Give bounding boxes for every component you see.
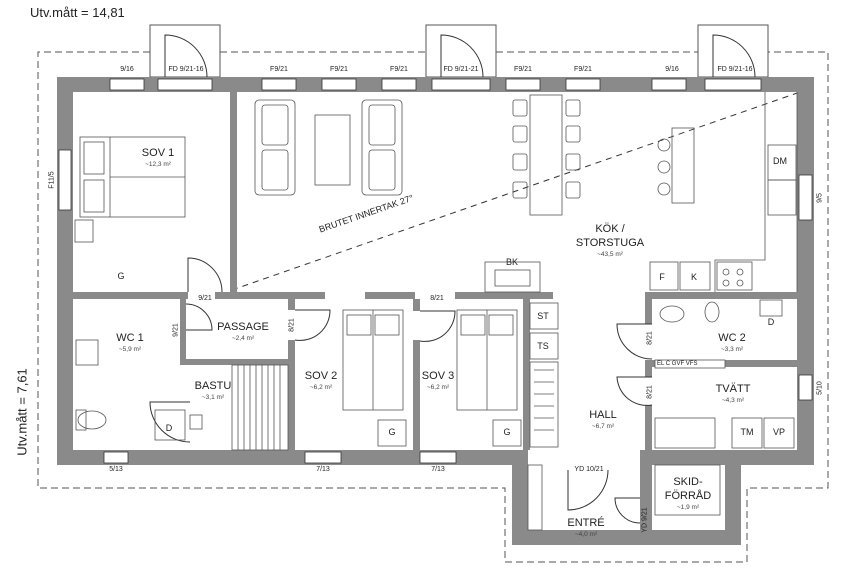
room-area-sov1: ~12,3 m² (145, 161, 171, 168)
door-label: 8/21 (288, 318, 296, 332)
door-label: 8/21 (646, 385, 654, 399)
room-name-kok: KÖK / (595, 223, 625, 235)
fixture-g-sov2: G (388, 427, 396, 437)
roof-outline (37, 51, 829, 563)
door-swings (149, 34, 756, 524)
fixture-vp: VP (772, 427, 786, 437)
room-name-wc2: WC 2 (718, 332, 746, 344)
window-label: FD 9/21-16 (717, 66, 753, 73)
kitchen-island (657, 127, 695, 204)
fixture-g-sov3: G (503, 427, 511, 437)
room-name-tvatt: TVÄTT (715, 383, 751, 395)
living-furniture (254, 99, 403, 196)
room-name-passage: PASSAGE (217, 321, 269, 333)
room-area-passage: ~2,4 m² (231, 335, 255, 342)
entrance-bench (527, 464, 721, 531)
door-label: 9/21 (198, 295, 212, 302)
door-label: 9/21 (172, 323, 180, 337)
room-area-tvatt: ~4,3 m² (721, 397, 745, 404)
window-label: FD 9/21-16 (168, 66, 204, 73)
sauna-benches (231, 364, 289, 451)
window-label: FD 9/21-21 (443, 66, 479, 73)
room-name-sov1: SOV 1 (141, 147, 175, 159)
room-name-bastu: BASTU (194, 380, 232, 392)
window-label: 7/13 (316, 466, 330, 473)
sov1-bed (74, 136, 186, 243)
fixture-bk: BK (505, 257, 519, 267)
fixture-d-wc2: D (767, 317, 775, 327)
door-label: 8/21 (646, 331, 654, 345)
width-dimension: Utv.mått = 14,81 (30, 5, 125, 20)
window-label: F9/21 (574, 66, 592, 73)
window-label: 9/5 (816, 193, 824, 203)
dining-table (512, 94, 581, 216)
room-name-sov3: SOV 3 (421, 370, 455, 382)
window-label: F9/21 (514, 66, 532, 73)
room-name-skid-2: FÖRRÅD (664, 490, 712, 502)
window-label: 7/13 (431, 466, 445, 473)
ceiling-break-line (231, 91, 801, 291)
window-label: 5/13 (109, 466, 123, 473)
room-area-hall: ~6,7 m² (591, 423, 615, 430)
door-label: YD 10/21 (574, 466, 604, 473)
utility-strip: EL C GVF VFS (657, 361, 698, 367)
height-dimension: Utv.mått = 7,61 (14, 368, 30, 456)
window-label: 9/16 (665, 66, 679, 73)
interior-walls (73, 92, 797, 450)
room-area-sov2: ~6,2 m² (309, 384, 333, 391)
fixture-d: D (165, 423, 173, 433)
room-name-wc1: WC 1 (116, 332, 144, 344)
exterior-walls (57, 77, 814, 545)
window-openings (58, 78, 813, 464)
fixture-k: K (690, 272, 698, 282)
room-area-bastu: ~3,1 m² (201, 394, 225, 401)
door-label: YD 9/21 (641, 507, 649, 533)
window-label: 5/10 (816, 381, 824, 395)
room-area-skid: ~1,9 m² (676, 504, 700, 511)
fixture-dm: DM (773, 156, 787, 166)
fixture-f: F (659, 272, 665, 282)
window-label: F9/21 (390, 66, 408, 73)
door-label: 8/21 (430, 295, 444, 302)
fireplace (484, 261, 541, 293)
sov2-bed (342, 309, 407, 447)
fixture-tm: TM (740, 427, 754, 437)
room-area-kok: ~43,5 m² (597, 251, 623, 258)
wc1-fixtures (75, 339, 203, 441)
room-area-wc1: ~5,9 m² (118, 346, 142, 353)
room-area-sov3: ~6,2 m² (426, 384, 450, 391)
room-name-hall: HALL (589, 409, 617, 421)
window-label: F9/21 (330, 66, 348, 73)
sov3-bed (456, 309, 522, 447)
room-name-sov2: SOV 2 (304, 370, 338, 382)
window-label: F11/5 (48, 171, 56, 189)
fixture-ts: TS (537, 341, 549, 351)
fixture-st: ST (537, 311, 549, 321)
wc2-fixtures (654, 299, 795, 449)
window-label: F9/21 (270, 66, 288, 73)
room-area-entre: ~4,0 m² (574, 531, 598, 538)
room-area-wc2: ~3,3 m² (720, 346, 744, 353)
room-name-entre: ENTRÉ (567, 517, 605, 529)
window-label: 9/16 (120, 66, 134, 73)
kitchen-counter (649, 92, 798, 292)
room-name-kok-2: STORSTUGA (575, 237, 645, 249)
room-name-skid: SKID- (673, 476, 703, 488)
hall-wardrobes (529, 302, 559, 448)
fixture-g: G (117, 271, 125, 281)
